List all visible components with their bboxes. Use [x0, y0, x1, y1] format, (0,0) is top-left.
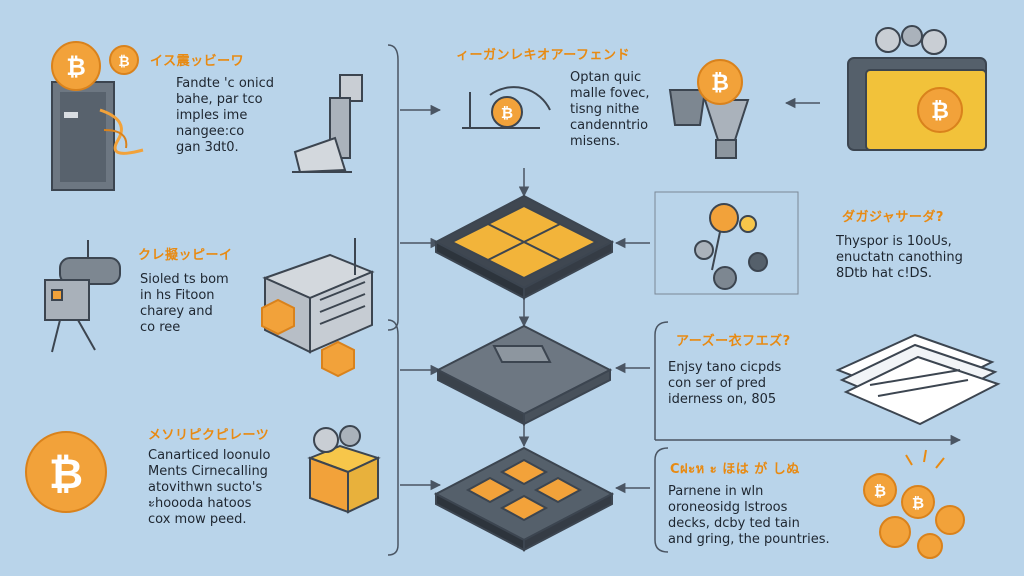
- left-body-2-line: Sioled ts bom: [140, 272, 229, 287]
- center-body-line: Optan quic: [570, 70, 642, 85]
- right-body-2-line: con ser of pred: [668, 376, 766, 391]
- right-body-2: Enjsy tano cicpds con ser of pred iderne…: [668, 360, 781, 408]
- left-body-1: Fandte 'c onicd bahe, par tco imples ime…: [176, 76, 274, 156]
- chip-tile-2: [435, 324, 613, 426]
- connectors: [387, 44, 962, 556]
- mining-machine-icon: [261, 238, 375, 378]
- left-bracket-top: [387, 44, 399, 331]
- coin-box-icon: [307, 425, 381, 514]
- bitcoin-coin-large-icon: ₿: [25, 431, 107, 513]
- left-bracket-bottom: [387, 319, 399, 556]
- right-body-1-line: enuctatn canothing: [836, 250, 963, 265]
- left-body-1-line: gan 3dt0.: [176, 140, 239, 155]
- left-body-3-line: Canarticed loonulo: [148, 448, 271, 463]
- right-heading-3: Cฝะห ะ ほは が しぬ: [670, 462, 800, 477]
- center-body-line: misens.: [570, 134, 621, 149]
- right-body-3: Parnene in wln oroneosidg lstroos decks,…: [668, 484, 830, 548]
- left-body-2-line: charey and: [140, 304, 213, 319]
- center-body-line: malle fovec,: [570, 86, 650, 101]
- chip-tile-3: [433, 446, 615, 552]
- bitcoin-coin-icon: ₿ ₿: [51, 41, 139, 91]
- svg-text:₿: ₿: [711, 71, 729, 96]
- right-body-3-line: decks, dcby ted tain: [668, 516, 800, 531]
- funnel-icon: ₿: [668, 59, 750, 159]
- left-body-3-line: Ments Cirnecalling: [148, 464, 268, 479]
- parts-frame: [654, 191, 799, 295]
- coin-press-icon: ₿: [462, 86, 551, 129]
- right-body-1-line: 8Dtb hat c!DS.: [836, 266, 932, 281]
- left-body-2-line: in hs Fitoon: [140, 288, 215, 303]
- center-body-line: tisng nithe: [570, 102, 640, 117]
- robot-arm-icon: [292, 74, 363, 174]
- right-body-3-line: and gring, the pountries.: [668, 532, 830, 547]
- chip-tile-1: [433, 194, 615, 300]
- server-cabinet-icon: [51, 81, 144, 191]
- svg-text:₿: ₿: [501, 104, 513, 122]
- right-heading-2: アーズー衣フエズ?: [676, 334, 791, 349]
- right-body-2-line: Enjsy tano cicpds: [668, 360, 782, 375]
- left-body-3: Canarticed loonulo Ments Cirnecalling at…: [148, 448, 270, 528]
- center-body: Optan quic malle fovec, tisng nithe cand…: [570, 70, 650, 150]
- svg-text:₿: ₿: [912, 494, 924, 512]
- left-body-3-line: atovithwn sucto's: [148, 480, 263, 495]
- left-heading-1: イス震ッビーワ: [150, 54, 245, 69]
- right-bracket-bottom: [654, 447, 669, 553]
- wallet-icon: ₿: [847, 25, 987, 151]
- left-body-3-line: cox mow peed.: [148, 512, 247, 527]
- right-bracket-mid: [654, 321, 669, 440]
- svg-text:₿: ₿: [931, 99, 949, 124]
- coin-parts-icon: [694, 203, 768, 290]
- svg-text:₿: ₿: [118, 54, 129, 70]
- right-body-1-line: Thyspor is 10oUs,: [836, 234, 952, 249]
- right-heading-1: ダガジャサーダ?: [842, 210, 944, 225]
- left-body-1-line: Fandte 'c onicd: [176, 76, 275, 91]
- left-body-1-line: imples ime: [176, 108, 248, 123]
- center-body-line: candenntrio: [570, 118, 649, 133]
- left-body-1-line: bahe, par tco: [176, 92, 263, 107]
- right-body-1: Thyspor is 10oUs, enuctatn canothing 8Dt…: [836, 234, 963, 282]
- left-heading-2: クレ擬ッピーイ: [138, 248, 233, 263]
- left-body-2-line: co ree: [140, 320, 181, 335]
- right-body-2-line: iderness on, 805: [668, 392, 777, 407]
- svg-text:₿: ₿: [49, 449, 83, 498]
- right-body-3-line: Parnene in wln: [668, 484, 764, 499]
- documents-icon: [835, 333, 1001, 426]
- left-body-3-line: ะhoooda hatoos: [148, 496, 252, 511]
- left-body-2: Sioled ts bom in hs Fitoon charey and co…: [140, 272, 229, 336]
- svg-text:₿: ₿: [66, 53, 86, 81]
- svg-text:₿: ₿: [874, 482, 886, 500]
- left-body-1-line: nangee:co: [176, 124, 245, 139]
- coin-stack-icon: ₿ ₿: [863, 449, 965, 559]
- center-heading: ィーガンレキオアーフェンド: [456, 48, 630, 63]
- robot-icon: [44, 240, 121, 353]
- left-heading-3: メソリピクピレーツ: [148, 428, 270, 443]
- right-body-3-line: oroneosidg lstroos: [668, 500, 788, 515]
